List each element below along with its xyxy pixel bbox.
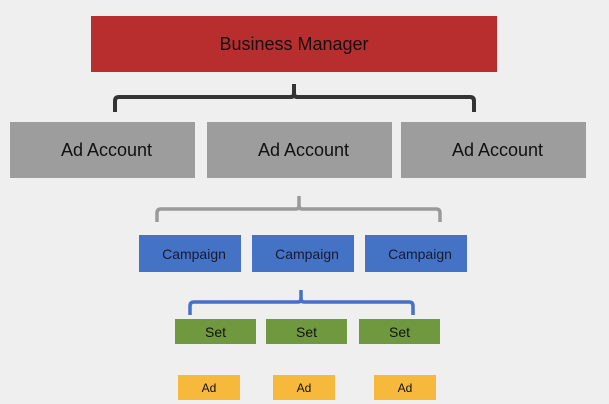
- ad-account-label: Ad Account: [257, 139, 350, 160]
- set-box: Set: [266, 319, 347, 344]
- ad-account-label: Ad Account: [60, 139, 153, 160]
- ad-box: Ad: [273, 375, 335, 400]
- ad-label: Ad: [201, 380, 217, 395]
- business-manager-label: Business Manager: [219, 33, 369, 54]
- campaign-label: Campaign: [275, 245, 339, 262]
- ad-account-box: Ad Account: [207, 122, 392, 178]
- business-manager-box: Business Manager: [91, 16, 497, 72]
- ad-label: Ad: [296, 380, 312, 395]
- ad-account-box: Ad Account: [10, 122, 195, 178]
- ad-account-label: Ad Account: [451, 139, 544, 160]
- set-box: Set: [175, 319, 256, 344]
- ad-box: Ad: [178, 375, 240, 400]
- ad-label: Ad: [397, 380, 413, 395]
- set-box: Set: [359, 319, 440, 344]
- set-label: Set: [388, 323, 410, 340]
- bracket-campaign: [188, 290, 415, 315]
- campaign-label: Campaign: [388, 245, 452, 262]
- campaign-box: Campaign: [365, 235, 467, 272]
- campaign-box: Campaign: [139, 235, 241, 272]
- ad-box: Ad: [374, 375, 436, 400]
- ad-account-box: Ad Account: [401, 122, 586, 178]
- bracket-ad-account: [155, 196, 442, 222]
- campaign-box: Campaign: [252, 235, 354, 272]
- bracket-business-manager: [113, 84, 476, 112]
- set-label: Set: [295, 323, 317, 340]
- campaign-label: Campaign: [162, 245, 226, 262]
- set-label: Set: [204, 323, 226, 340]
